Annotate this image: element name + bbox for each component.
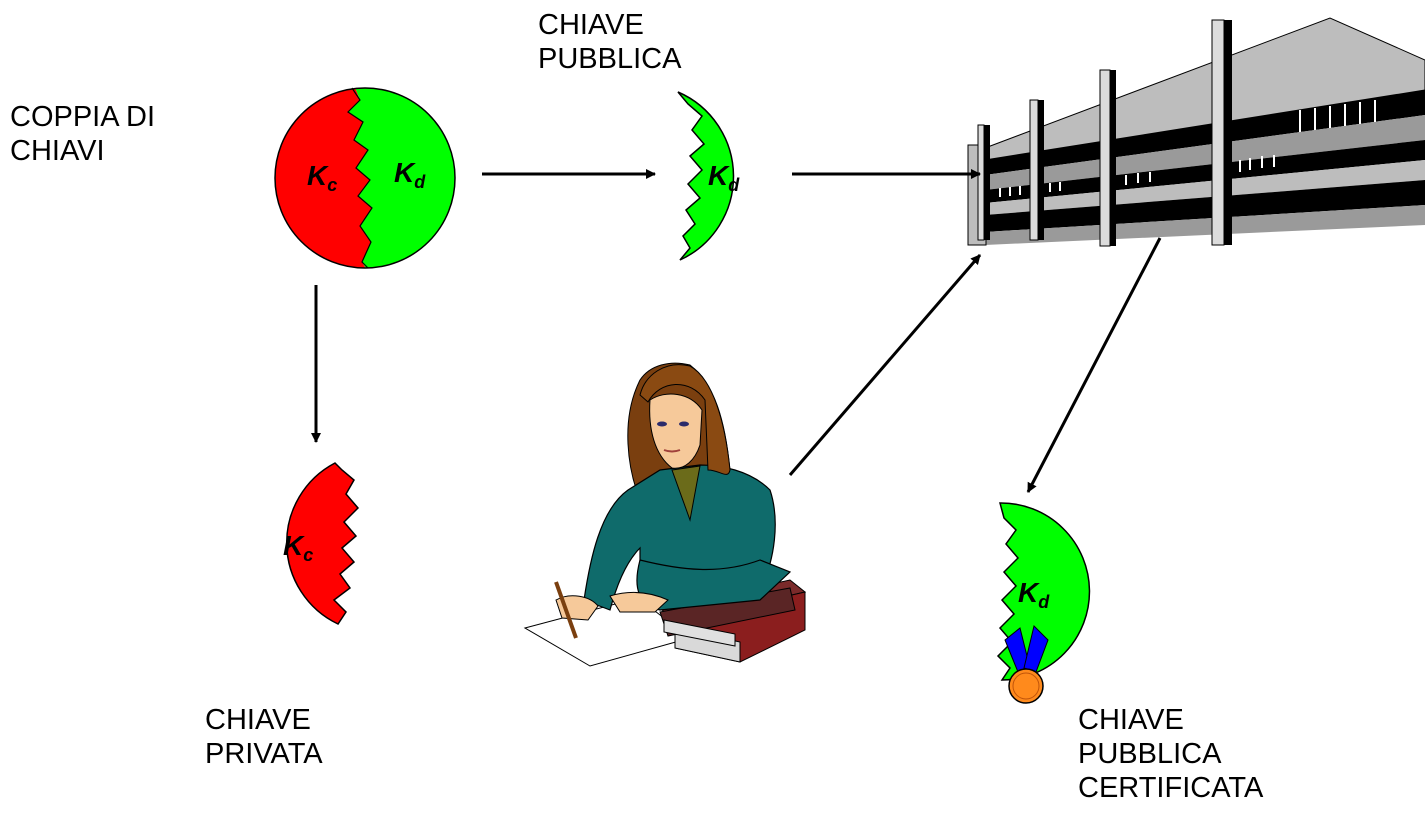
key-pair-label: COPPIA DI CHIAVI (10, 101, 156, 167)
public-half (348, 88, 455, 268)
certification-authority-building-icon (967, 17, 1425, 247)
arrow-authority-to-certified-key (1026, 237, 1162, 493)
certified-public-key-label: CHIAVE PUBBLICA CERTIFICATA (1078, 704, 1264, 804)
private-key-label: CHIAVE PRIVATA (205, 704, 323, 770)
public-key-symbol-3: Kd (1018, 577, 1050, 612)
private-key-symbol-2: Kc (283, 530, 313, 565)
key-pair-icon: Kc Kd (274, 87, 456, 269)
flow-arrows (311, 169, 1162, 493)
certified-public-key-icon: Kd (996, 502, 1091, 704)
public-key-symbol: Kd (394, 157, 426, 192)
private-half (275, 88, 372, 268)
user-person-icon (523, 362, 807, 667)
arrow-user-to-authority (788, 254, 982, 476)
public-key-label: CHIAVE PUBBLICA (538, 9, 682, 75)
certification-medal-icon (1004, 625, 1049, 704)
private-key-symbol: Kc (307, 160, 337, 195)
public-key-symbol-2: Kd (708, 160, 740, 195)
public-key-icon: Kd (677, 91, 740, 261)
private-key-icon: Kc (283, 462, 360, 625)
